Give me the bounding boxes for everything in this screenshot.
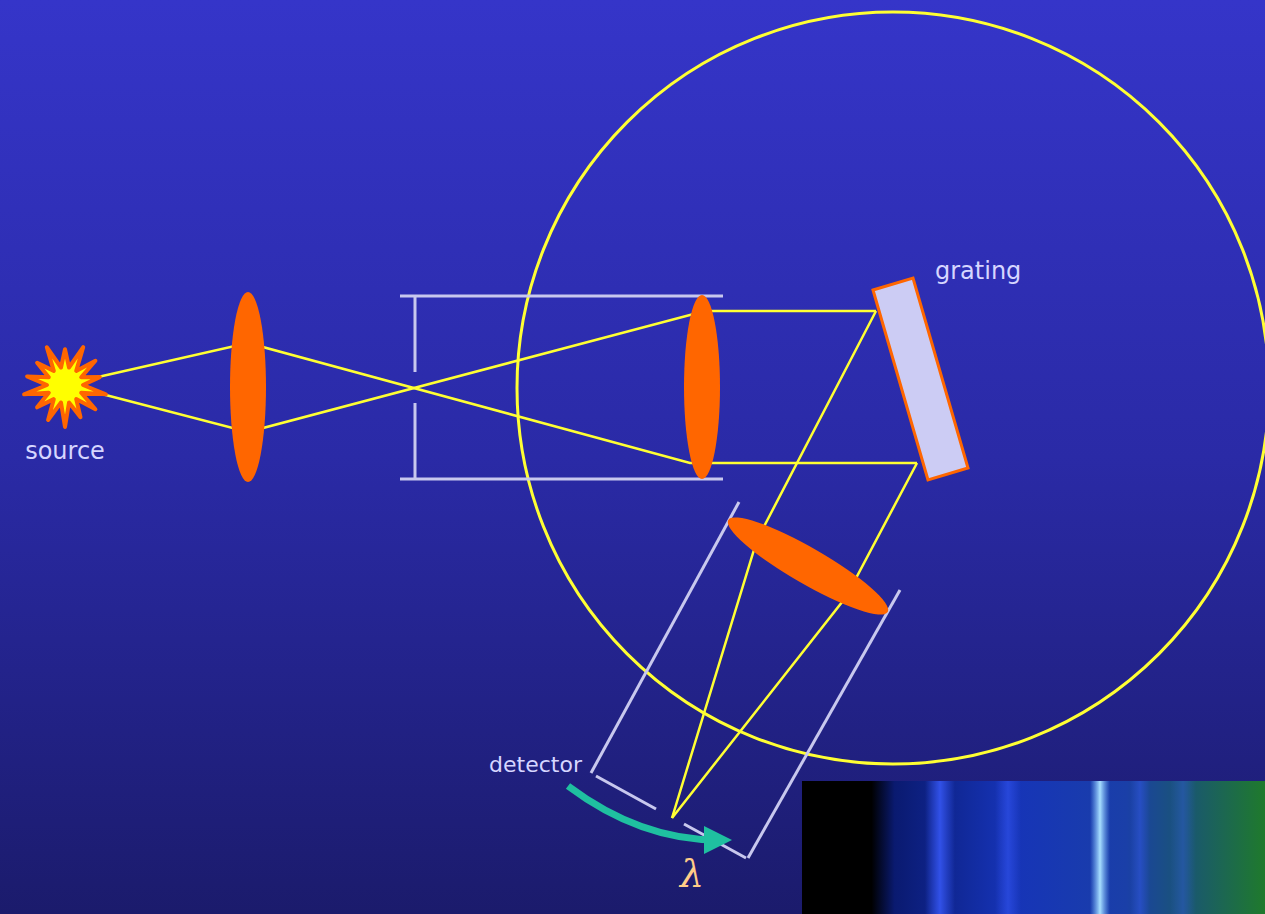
diffraction-grating: grating [860, 255, 1050, 495]
grating-plate [873, 278, 968, 480]
turntable-circle [517, 12, 1265, 764]
condenser-lens [230, 292, 266, 482]
wavelength-arrow [568, 786, 718, 840]
light-rays [98, 311, 917, 818]
wavelength-symbol: λ [680, 852, 704, 896]
node-shape [860, 255, 1050, 495]
part-label: grating [935, 257, 1021, 286]
detector-label: detector [489, 752, 582, 777]
light-source: source [10, 340, 120, 470]
collimator-tube [400, 296, 723, 479]
collimator-lens [684, 295, 720, 479]
part-label: source [25, 437, 105, 466]
source-starburst [24, 347, 106, 427]
camera-lens [719, 504, 896, 627]
spectrum-image [802, 781, 1265, 914]
